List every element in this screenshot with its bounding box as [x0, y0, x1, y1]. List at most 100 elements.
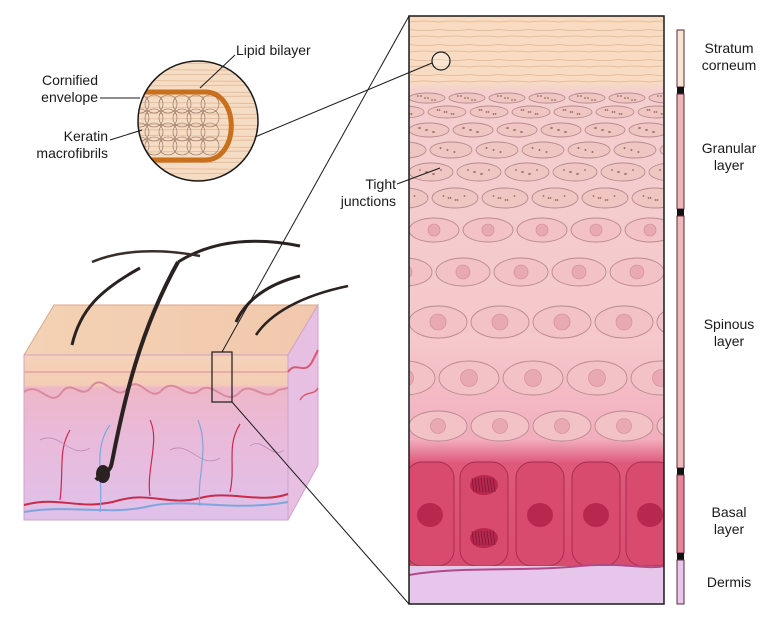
cell-nucleus: [746, 265, 760, 279]
cell-nucleus: [571, 264, 587, 280]
keratinocyte: [540, 122, 582, 138]
cell-nucleus: [427, 223, 441, 237]
keratinocyte: [409, 187, 429, 209]
cell-nucleus: [524, 369, 542, 387]
keratinocyte: [452, 122, 494, 138]
corneocyte-layer: [409, 80, 664, 83]
corneocyte-layer: [409, 35, 664, 38]
layer-bar: [676, 29, 685, 605]
cell-nucleus: [588, 369, 606, 387]
keratinocyte: [613, 141, 657, 159]
cell-nucleus: [527, 503, 553, 527]
keratinocyte: [347, 306, 405, 338]
keratinocyte: [568, 92, 606, 104]
keratinocyte: [659, 144, 664, 156]
skin-block-diagram: [23, 239, 349, 521]
keratinocyte: [682, 188, 728, 208]
blood-vessel: [59, 419, 241, 501]
callout-connector: [254, 62, 433, 138]
layer-label-spinous: Spinous layer: [703, 316, 755, 349]
keratinocyte: [567, 141, 611, 159]
keratinocyte: [496, 122, 538, 138]
keratinocyte: [656, 415, 664, 437]
keratinocyte: [764, 106, 777, 118]
keratin-macrofibrils-mesh: [138, 94, 220, 156]
skin-block-front-face: [23, 354, 289, 521]
cell-nucleus: [369, 419, 384, 434]
cornified-envelope-shape: [138, 89, 234, 163]
skin-block-top-face: [23, 304, 319, 356]
keratinocyte: [456, 162, 502, 182]
cell-nucleus: [643, 223, 657, 237]
keratinocyte: [733, 218, 777, 242]
cell-nucleus: [583, 503, 609, 527]
keratinocyte: [409, 141, 427, 159]
keratinocyte: [481, 187, 529, 209]
cell-nucleus: [553, 313, 571, 331]
lipid-lamella: [138, 128, 258, 131]
keratinocyte: [719, 411, 777, 441]
basal-cells: [409, 461, 664, 604]
keratinocyte: [409, 92, 446, 104]
keratinocyte: [637, 105, 664, 119]
keratinocyte: [365, 123, 405, 137]
lipid-detail-marker: [431, 51, 451, 71]
cell-nucleus: [460, 369, 478, 387]
lipid-lamella: [138, 168, 258, 170]
corneocyte-layer: [409, 44, 664, 46]
keratinocyte: [409, 257, 433, 287]
cell-nucleus: [368, 314, 384, 330]
layer-label-granular: Granular layer: [701, 140, 757, 173]
keratinocyte: [668, 258, 722, 286]
keratinocyte: [429, 141, 473, 159]
keratinocyte: [531, 187, 579, 209]
basement-membrane: [409, 563, 664, 576]
epidermis-detail-column: [347, 16, 777, 604]
keratinocyte: [722, 106, 760, 118]
keratinocyte: [521, 141, 565, 159]
keratinocyte: [409, 162, 454, 182]
cell-nucleus: [615, 313, 633, 331]
lymph-vessel: [23, 501, 289, 513]
keratinocyte: [600, 162, 646, 182]
keratinocyte: [584, 122, 626, 138]
cell-nucleus: [535, 223, 549, 237]
lipid-lamella: [138, 146, 258, 148]
corneocyte-layer: [409, 50, 664, 53]
corneocyte-layer: [409, 29, 664, 31]
cell-nucleus: [409, 265, 413, 279]
hair: [91, 249, 201, 264]
corneocyte-layer: [409, 74, 664, 76]
epidermis-dermis-junction: [23, 381, 289, 399]
lipid-lamella: [138, 150, 258, 153]
keratinocyte: [488, 92, 526, 104]
lipid-lamella: [138, 84, 258, 87]
keratinocyte: [369, 93, 405, 103]
lipid-lamella: [138, 135, 258, 137]
cell-nucleus: [629, 264, 645, 280]
corneocyte-layer: [409, 65, 664, 68]
keratinocyte: [409, 105, 425, 119]
cell-nucleus: [637, 503, 663, 527]
cell-nucleus: [455, 264, 471, 280]
lipid-lamella: [138, 69, 258, 71]
lipid-lamella: [138, 124, 258, 126]
detail-column-frame: [408, 15, 665, 605]
corneocyte-layer: [409, 59, 664, 61]
keratinocyte: [475, 141, 519, 159]
keratinocyte: [347, 411, 405, 441]
blood-vessel: [23, 493, 289, 506]
keratinocyte: [409, 122, 450, 138]
keratinocyte: [656, 311, 664, 333]
lipid-lamella: [138, 62, 258, 65]
label-cornified-envelope: Cornified envelope: [41, 72, 98, 105]
label-keratin-macrofibrils: Keratin macrofibrils: [36, 128, 108, 161]
keratinocyte: [628, 122, 664, 138]
keratinocyte: [679, 218, 729, 242]
cell-nucleus: [652, 369, 664, 387]
hair: [177, 239, 301, 264]
cell-nucleus: [481, 223, 495, 237]
cell-nucleus: [430, 418, 446, 434]
keratinocyte: [504, 162, 550, 182]
